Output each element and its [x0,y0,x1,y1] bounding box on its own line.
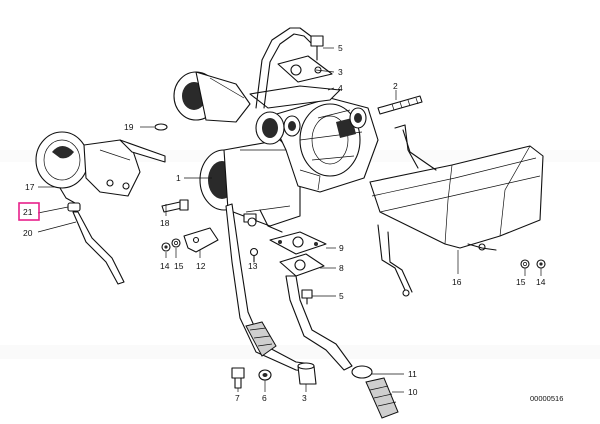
callout-6: 6 [262,393,267,403]
callout-17: 17 [25,182,35,192]
callout-7: 7 [235,393,240,403]
callout-15-right: 15 [516,277,526,287]
callout-8: 8 [339,263,344,273]
diagram-reference-code: 00000516 [530,394,563,403]
callout-21-highlighted[interactable]: 21 [18,202,40,221]
bottom-fasteners-part [231,362,317,389]
callout-5-top: 5 [338,43,343,53]
heat-shield-part [369,124,544,297]
hose-part [72,211,125,285]
callout-3-top: 3 [338,67,343,77]
callout-14-right: 14 [536,277,546,287]
sealing-ring-part [154,123,168,131]
hose-clamp-part [351,365,399,419]
callout-18: 18 [160,218,170,228]
bracket-part [183,227,219,253]
callout-14-left: 14 [160,261,170,271]
callout-3-bottom: 3 [302,393,307,403]
turbocharger-main-part [173,71,379,233]
callout-2: 2 [393,81,398,91]
callout-16: 16 [452,277,462,287]
gasket-flange-part [269,231,353,371]
callout-12: 12 [196,261,206,271]
callout-1: 1 [176,173,181,183]
wastegate-actuator-part [35,131,166,212]
callout-21: 21 [23,207,33,217]
callout-4: 4 [338,83,343,93]
callout-19: 19 [124,122,134,132]
callout-15-left: 15 [174,261,184,271]
nut-washer-right-part [520,259,546,269]
callout-13: 13 [248,261,258,271]
stud-bolt-part [377,95,423,115]
callout-11: 11 [408,369,417,379]
leader-lines [37,47,542,393]
nut-washer-left-part [161,238,181,252]
oil-feed-line-part [255,27,333,109]
nut-13-part [249,247,259,263]
bolt-part [161,199,189,213]
callout-20: 20 [23,228,33,238]
callout-10: 10 [408,387,418,397]
callout-5-bottom: 5 [339,291,344,301]
callout-labels: 5 3 4 2 19 1 17 18 21 20 14 15 12 13 9 8… [18,43,546,403]
callout-9: 9 [339,243,344,253]
